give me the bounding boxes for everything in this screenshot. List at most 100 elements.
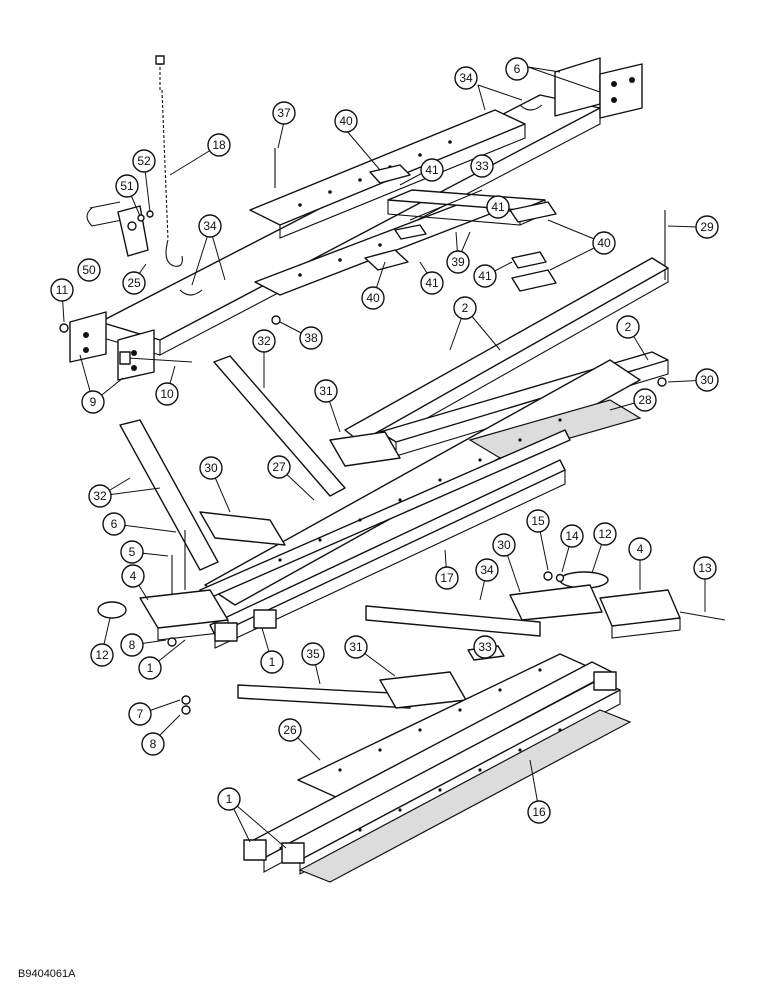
svg-text:34: 34 xyxy=(480,563,494,577)
callout-27: 27 xyxy=(267,455,291,479)
nut-8-lower xyxy=(181,705,191,715)
plate-31-right xyxy=(509,584,603,621)
plate-41-a xyxy=(369,164,411,184)
svg-text:2: 2 xyxy=(625,320,632,334)
callout-37-left: 34 xyxy=(198,214,222,238)
svg-text:30: 30 xyxy=(204,461,218,475)
svg-text:8: 8 xyxy=(150,737,157,751)
svg-text:31: 31 xyxy=(319,384,333,398)
nut-30 xyxy=(657,377,667,387)
callout-12-right: 12 xyxy=(593,522,617,546)
svg-text:5: 5 xyxy=(129,545,136,559)
plate-32 xyxy=(329,431,401,467)
callout-34-left: 32 xyxy=(88,484,112,508)
svg-text:30: 30 xyxy=(497,538,511,552)
u-bolt-assembly xyxy=(86,201,154,257)
callout-9-top: 6 xyxy=(505,57,529,81)
plate-31 xyxy=(199,511,286,546)
callout-5: 5 xyxy=(120,540,144,564)
svg-text:6: 6 xyxy=(111,517,118,531)
callout-6: 6 xyxy=(102,512,126,536)
end-plate-9-right-b xyxy=(599,63,643,119)
callout-10: 10 xyxy=(155,382,179,406)
svg-text:35: 35 xyxy=(306,647,320,661)
callout-34-right: 34 xyxy=(475,558,499,582)
callout-41-top: 40 xyxy=(334,109,358,133)
svg-text:1: 1 xyxy=(147,661,154,675)
svg-text:13: 13 xyxy=(698,561,712,575)
brace-34-right xyxy=(365,605,541,637)
callout-35-top: 32 xyxy=(252,329,276,353)
svg-text:41: 41 xyxy=(478,269,492,283)
bottom-frame xyxy=(237,653,632,883)
svg-text:10: 10 xyxy=(160,387,174,401)
callout-31-right: 30 xyxy=(492,533,516,557)
callout-38: 37 xyxy=(272,101,296,125)
nut-15 xyxy=(543,571,553,581)
callout-18: 18 xyxy=(207,133,231,157)
svg-text:9: 9 xyxy=(90,395,97,409)
callout-4-right: 4 xyxy=(628,537,652,561)
callout-32-top: 31 xyxy=(314,379,338,403)
callout-42-c: 41 xyxy=(473,264,497,288)
washer-14 xyxy=(555,573,565,583)
svg-text:51: 51 xyxy=(120,179,134,193)
callout-42-b: 41 xyxy=(486,195,510,219)
callout-26: 26 xyxy=(278,718,302,742)
svg-text:37: 37 xyxy=(277,106,291,120)
plate-42-c xyxy=(394,224,427,240)
tube-end-left-b xyxy=(281,842,305,864)
callout-33: 33 xyxy=(473,635,497,659)
svg-text:17: 17 xyxy=(440,571,454,585)
callout-8-upper: 8 xyxy=(120,633,144,657)
callout-1-mid-a: 1 xyxy=(138,656,162,680)
svg-text:34: 34 xyxy=(203,219,217,233)
svg-text:1: 1 xyxy=(226,792,233,806)
nut-7 xyxy=(181,695,191,705)
callout-50: 50 xyxy=(77,258,101,282)
svg-text:4: 4 xyxy=(130,569,137,583)
plate-42-b xyxy=(511,251,547,269)
tube-end-right xyxy=(593,671,617,691)
right-hitch-assembly xyxy=(365,571,726,661)
callout-8-lower: 8 xyxy=(141,732,165,756)
callout-29: 29 xyxy=(695,215,719,239)
bracket-4-right xyxy=(599,589,681,627)
svg-text:1: 1 xyxy=(269,655,276,669)
svg-text:15: 15 xyxy=(531,514,545,528)
callout-16: 16 xyxy=(527,800,551,824)
svg-text:41: 41 xyxy=(425,163,439,177)
svg-text:39: 39 xyxy=(451,255,465,269)
callout-1-bottom: 1 xyxy=(217,787,241,811)
brace-35 xyxy=(213,355,346,497)
figure-reference: B9404061A xyxy=(18,968,76,980)
svg-text:40: 40 xyxy=(339,114,353,128)
callout-1-mid-b: 1 xyxy=(260,650,284,674)
svg-text:26: 26 xyxy=(283,723,297,737)
callout-36: 33 xyxy=(470,154,494,178)
nut-39 xyxy=(271,315,281,325)
svg-text:38: 38 xyxy=(304,331,318,345)
svg-text:29: 29 xyxy=(700,220,714,234)
callout-4-left: 4 xyxy=(121,564,145,588)
svg-text:40: 40 xyxy=(597,236,611,250)
svg-text:40: 40 xyxy=(366,291,380,305)
callout-41-right: 40 xyxy=(592,231,616,255)
callout-28: 28 xyxy=(633,388,657,412)
plate-32-lower xyxy=(379,671,467,709)
svg-text:14: 14 xyxy=(565,529,579,543)
plate-42-a xyxy=(509,201,557,223)
svg-text:34: 34 xyxy=(459,71,473,85)
svg-text:32: 32 xyxy=(257,334,271,348)
svg-text:7: 7 xyxy=(137,707,144,721)
tube-end-left-a xyxy=(243,839,267,861)
svg-text:2: 2 xyxy=(462,301,469,315)
svg-text:31: 31 xyxy=(349,640,363,654)
plate-16 xyxy=(298,709,632,883)
callout-11: 11 xyxy=(50,278,74,302)
callout-2-a: 2 xyxy=(453,296,477,320)
svg-text:4: 4 xyxy=(637,542,644,556)
svg-text:12: 12 xyxy=(95,648,109,662)
plate-28 xyxy=(468,399,642,459)
